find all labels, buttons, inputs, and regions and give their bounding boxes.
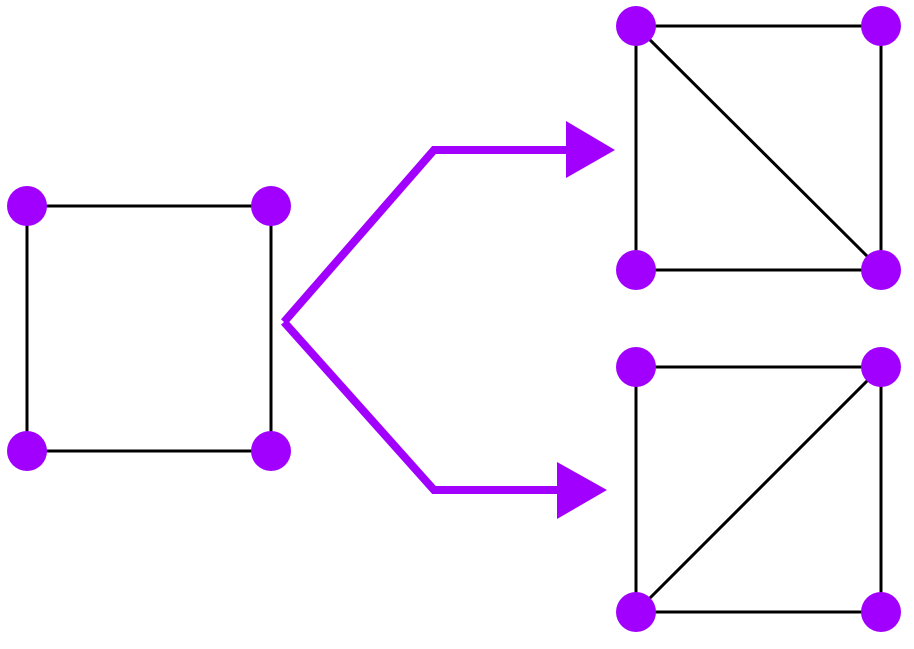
arrow-head-icon [557,462,607,519]
graph-node [616,6,656,46]
graph-node [251,431,291,471]
nodes-layer [7,6,901,632]
graph-node [861,592,901,632]
graph-node [616,592,656,632]
arrow-to-result-top [280,121,615,325]
source-graph-edges [25,204,273,453]
graph-node [861,250,901,290]
graph-node [7,186,47,226]
graph-node [861,6,901,46]
arrow-shaft [281,319,562,494]
graph-node [616,250,656,290]
arrow-to-result-bottom [281,319,607,519]
graph-node [861,347,901,387]
graph-node [251,186,291,226]
arrows-layer [280,121,615,519]
graph-edge [634,365,883,614]
graph-node [7,431,47,471]
arrow-head-icon [566,121,615,178]
graph-node [616,347,656,387]
result-top-graph-edges [634,24,883,272]
result-bottom-graph-nodes [616,347,901,632]
graph-edge [634,24,883,272]
arrow-shaft [280,146,570,325]
result-top-graph-nodes [616,6,901,290]
edges-layer [25,24,883,614]
result-bottom-graph-edges [634,365,883,614]
source-graph-nodes [7,186,291,471]
